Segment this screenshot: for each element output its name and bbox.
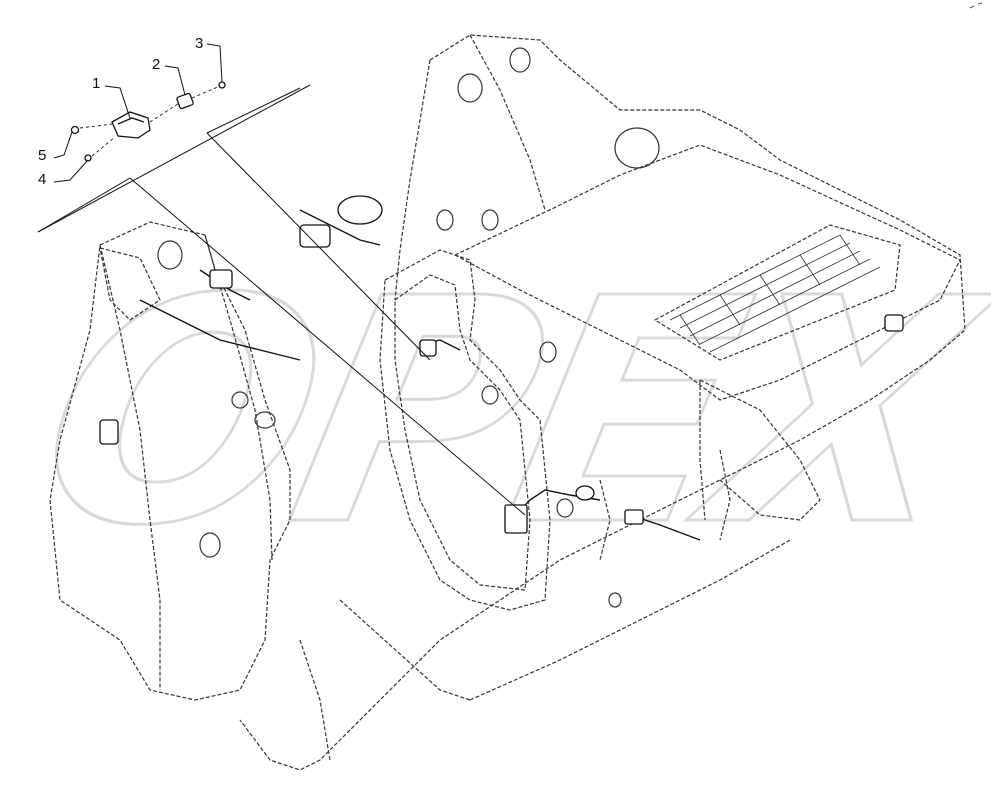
callout-1: 1 bbox=[92, 75, 101, 92]
callout-2: 2 bbox=[152, 56, 161, 73]
engine-grille bbox=[669, 234, 881, 353]
callout-5: 5 bbox=[38, 147, 47, 164]
part-3-screw bbox=[218, 81, 226, 89]
explode-lines bbox=[79, 85, 221, 157]
chassis-frame bbox=[49, 34, 966, 771]
callout-3: 3 bbox=[195, 35, 204, 52]
part-1-switch bbox=[111, 111, 151, 139]
corner-marks bbox=[969, 2, 983, 9]
exploded-part-group bbox=[70, 81, 226, 162]
chassis-holes bbox=[157, 47, 660, 608]
part-5-nut bbox=[70, 125, 80, 135]
part-2-plug bbox=[176, 92, 194, 110]
callout-4: 4 bbox=[38, 171, 47, 188]
svg-text:OPEX: OPEX bbox=[14, 232, 991, 593]
leader-lines bbox=[37, 43, 526, 516]
part-4-washer bbox=[84, 154, 92, 162]
watermark: OPEX bbox=[12, 231, 991, 595]
